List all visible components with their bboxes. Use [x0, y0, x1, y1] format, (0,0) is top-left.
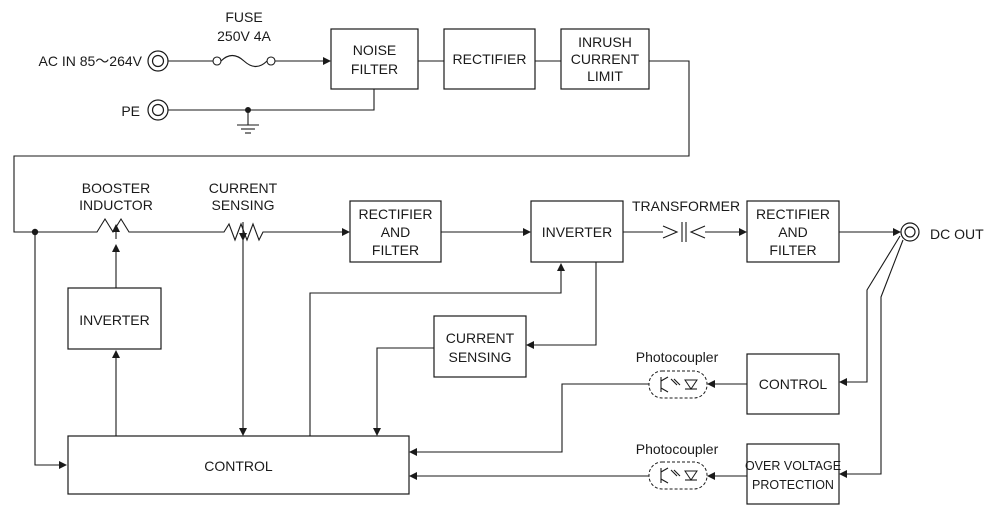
transformer-label: TRANSFORMER [632, 198, 740, 214]
transformer-icon [662, 222, 706, 242]
dc-out-terminal-icon [900, 222, 920, 242]
fuse-rating-label: 250V 4A [217, 28, 271, 44]
ovp-label-1: OVER VOLTAGE [745, 459, 841, 473]
rectifier-label: RECTIFIER [453, 51, 527, 67]
photocoupler-1-icon [648, 370, 708, 399]
pe-label: PE [121, 103, 140, 119]
control-main-label: CONTROL [204, 458, 273, 474]
booster-inductor-icon [88, 217, 138, 239]
rectifier-filter-2-label-3: FILTER [769, 242, 816, 258]
rectifier-filter-1-label-2: AND [381, 224, 411, 240]
pe-terminal-icon [147, 99, 169, 121]
rectifier-and-filter-block-2 [746, 200, 840, 263]
inverter-main-label: INVERTER [542, 224, 613, 240]
current-sensing-block-label-1: CURRENT [446, 330, 515, 346]
inrush-label-3: LIMIT [587, 68, 623, 84]
inverter-left-label: INVERTER [79, 312, 150, 328]
ground-icon [237, 110, 259, 134]
current-sensing-block-label-2: SENSING [448, 349, 511, 365]
rectifier-filter-2-label-1: RECTIFIER [756, 206, 830, 222]
noise-filter-block [330, 28, 419, 90]
fuse-label: FUSE [225, 9, 262, 25]
booster-label-2: INDUCTOR [79, 197, 153, 213]
control-right-label: CONTROL [759, 376, 828, 392]
current-sensing-label-2: SENSING [211, 197, 274, 213]
noise-filter-label-1: NOISE [353, 42, 397, 58]
inverter-main-block [530, 200, 624, 263]
fuse-icon [212, 54, 276, 68]
inrush-label-2: CURRENT [571, 51, 640, 67]
noise-filter-label-2: FILTER [351, 61, 398, 77]
photocoupler-1-label: Photocoupler [636, 349, 719, 365]
rectifier-filter-2-label-2: AND [778, 224, 808, 240]
booster-label-1: BOOSTER [82, 180, 150, 196]
ac-in-terminal-icon [147, 50, 169, 72]
rectifier-block [443, 28, 536, 90]
inverter-left-block [67, 287, 162, 350]
rectifier-and-filter-block-1 [349, 200, 442, 263]
photocoupler-2-label: Photocoupler [636, 441, 719, 457]
control-main-block [67, 435, 410, 495]
ac-in-label: AC IN 85～264V [39, 53, 143, 69]
dc-out-label: DC OUT [930, 226, 984, 242]
rectifier-filter-1-label-3: FILTER [372, 242, 419, 258]
photocoupler-2-icon [648, 461, 708, 490]
inrush-current-limit-block [560, 28, 650, 90]
control-right-block [746, 353, 840, 415]
current-sensing-label-1: CURRENT [209, 180, 278, 196]
inrush-label-1: INRUSH [578, 34, 632, 50]
over-voltage-protection-block [746, 443, 840, 505]
ovp-label-2: PROTECTION [752, 478, 834, 492]
rectifier-filter-1-label-1: RECTIFIER [359, 206, 433, 222]
current-sensing-block [433, 315, 527, 378]
current-sensing-resistor-icon [218, 222, 269, 242]
